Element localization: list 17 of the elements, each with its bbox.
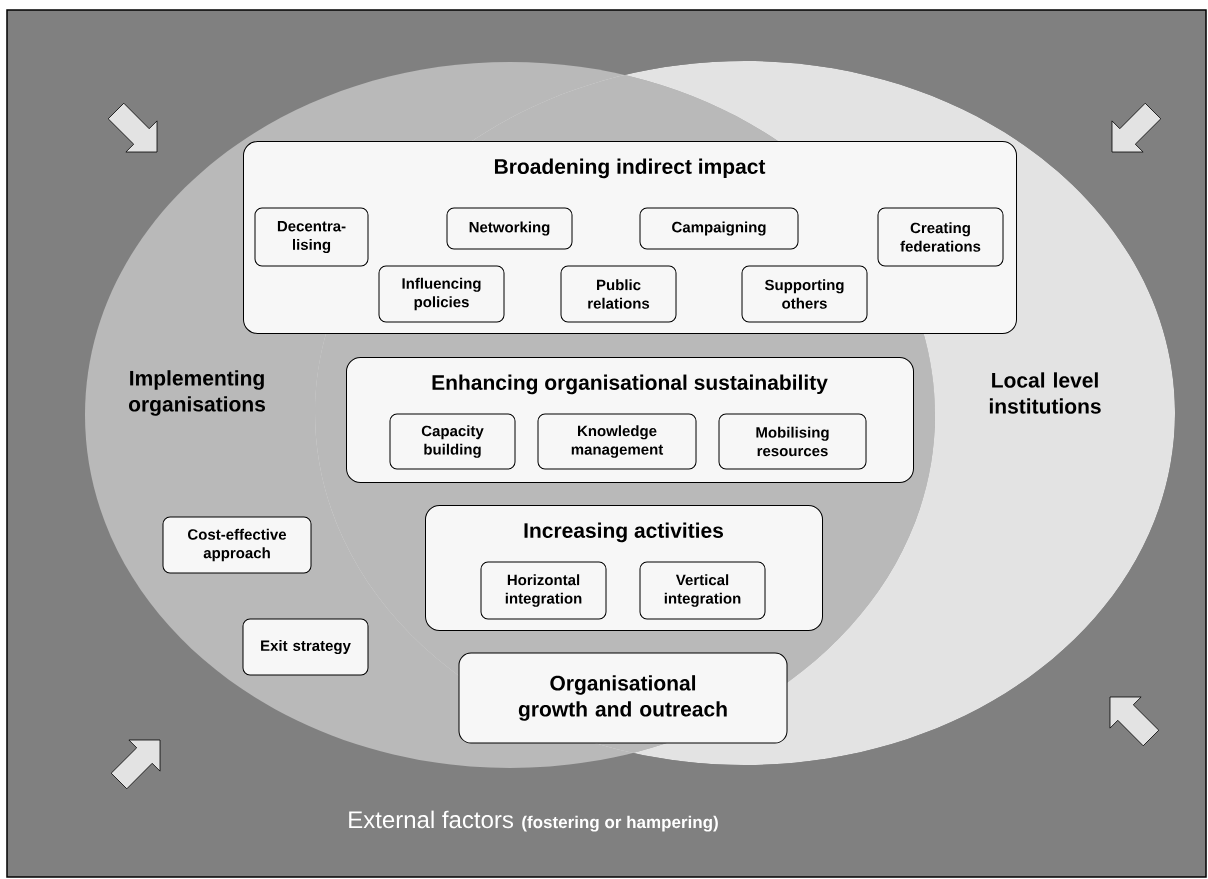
label-box: Influencing policies (378, 265, 505, 323)
label-box: Horizontal integration (480, 561, 607, 620)
label-box: Exit strategy (242, 618, 369, 676)
label-box: Vertical integration (639, 561, 766, 620)
label-box: Cost-effective approach (162, 516, 312, 574)
label-box: Creating federations (877, 207, 1004, 267)
label-box: Knowledge management (537, 413, 697, 470)
label-box: Networking (446, 207, 573, 250)
caption-text: External factors (349, 810, 514, 829)
label-box: Campaigning (639, 207, 799, 250)
label-box: Public relations (560, 265, 677, 323)
label-box: Organisational growth and outreach (458, 652, 788, 744)
label-box: Mobilising resources (718, 413, 867, 470)
label-box: Supporting others (741, 265, 868, 323)
label-box: Decentra- lising (254, 207, 369, 267)
label-box: Capacity building (389, 413, 516, 470)
caption-text: (fostering or hampering) (522, 815, 718, 832)
